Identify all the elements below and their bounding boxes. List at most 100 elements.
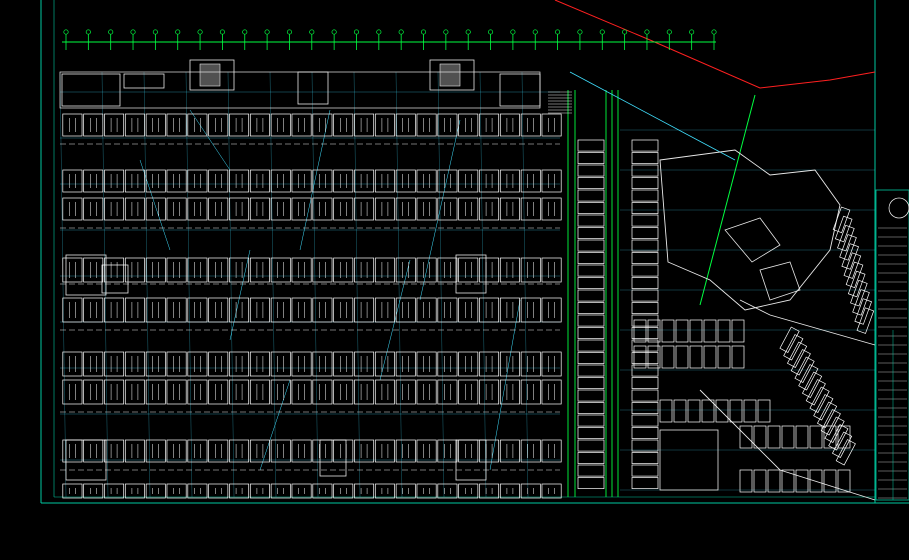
parking-stall xyxy=(479,439,500,463)
right-block-stall xyxy=(661,319,675,343)
parking-stall xyxy=(62,169,83,193)
parking-stall xyxy=(354,197,375,221)
parking-stall xyxy=(416,257,437,283)
parking-stall xyxy=(458,439,479,463)
parking-stall xyxy=(104,483,125,499)
parking-stall xyxy=(437,351,458,377)
parking-stall xyxy=(416,197,437,221)
parking-stall xyxy=(62,297,83,323)
parking-stall xyxy=(104,169,125,193)
parking-stall xyxy=(416,297,437,323)
right-block-stall xyxy=(753,469,767,493)
right-block-stall xyxy=(781,425,795,449)
parking-stall xyxy=(479,257,500,283)
vertical-stall xyxy=(577,289,605,302)
parking-stall xyxy=(374,351,395,377)
vertical-stall-east xyxy=(631,252,659,264)
axis-bubble xyxy=(577,29,583,35)
parking-stall xyxy=(208,257,229,283)
vertical-stall xyxy=(577,327,605,339)
parking-stall xyxy=(249,197,270,221)
parking-stall xyxy=(270,351,291,377)
parking-stall xyxy=(62,197,83,221)
parking-stall xyxy=(291,379,312,405)
parking-stall xyxy=(187,439,208,463)
parking-stall xyxy=(229,297,250,323)
parking-stall xyxy=(458,169,479,193)
parking-stall xyxy=(145,351,166,377)
parking-stall xyxy=(104,257,125,283)
sheet-frame xyxy=(40,0,909,504)
parking-stall xyxy=(395,113,416,137)
parking-stall xyxy=(104,439,125,463)
mid-core xyxy=(101,264,129,294)
right-block-stall xyxy=(687,399,701,423)
parking-stall xyxy=(145,439,166,463)
axis-bubble xyxy=(644,29,650,35)
parking-stall xyxy=(83,379,104,405)
parking-stall xyxy=(354,351,375,377)
diagonal-stall-east xyxy=(852,289,870,316)
parking-stall xyxy=(249,439,270,463)
axis-bubble xyxy=(242,29,248,35)
right-block-stall xyxy=(717,319,731,343)
parking-stall xyxy=(437,197,458,221)
parking-stall xyxy=(499,257,520,283)
parking-stall xyxy=(458,197,479,221)
parking-stall xyxy=(249,379,270,405)
parking-stall xyxy=(166,439,187,463)
parking-stall xyxy=(270,113,291,137)
core-room xyxy=(189,59,235,91)
axis-bubble xyxy=(353,29,360,35)
parking-stall xyxy=(395,379,416,405)
parking-stall xyxy=(229,351,250,377)
parking-stall xyxy=(104,297,125,323)
parking-stall xyxy=(437,439,458,463)
grid-col-line xyxy=(479,71,487,498)
parking-stall xyxy=(499,483,520,499)
diagonal-stall xyxy=(783,334,804,361)
parking-stall xyxy=(291,169,312,193)
parking-stall xyxy=(291,257,312,283)
axis-bubble xyxy=(420,29,427,35)
parking-stall xyxy=(208,197,229,221)
vertical-stall-east xyxy=(631,339,659,352)
parking-stall xyxy=(541,483,562,499)
parking-stall xyxy=(208,439,229,463)
parking-stall xyxy=(166,169,187,193)
vertical-stall-east xyxy=(631,352,659,364)
parking-stall xyxy=(312,169,333,193)
vertical-stall xyxy=(577,364,605,377)
axis-bubble xyxy=(555,29,561,35)
parking-stall xyxy=(166,351,187,377)
vertical-stall xyxy=(577,314,605,327)
parking-stall xyxy=(145,297,166,323)
parking-stall xyxy=(208,297,229,323)
parking-stall xyxy=(291,351,312,377)
mid-core xyxy=(65,254,107,296)
grid-col-line xyxy=(269,71,277,498)
grid-col-line xyxy=(185,71,193,498)
parking-stall xyxy=(249,169,270,193)
axis-bubble xyxy=(398,29,404,35)
parking-stall xyxy=(62,483,83,499)
parking-stall xyxy=(124,297,145,323)
vertical-stall-east xyxy=(631,227,659,239)
parking-stall xyxy=(520,169,541,193)
axis-bubble xyxy=(152,29,158,35)
right-block-stall xyxy=(795,469,809,493)
grid-slant-line xyxy=(139,159,171,251)
axis-bubble xyxy=(85,29,91,35)
vertical-stall xyxy=(577,452,605,464)
parking-stall xyxy=(520,257,541,283)
parking-stall xyxy=(291,297,312,323)
parking-stall xyxy=(104,351,125,377)
parking-stall xyxy=(166,257,187,283)
right-block-stall xyxy=(767,469,781,493)
vertical-stall-east xyxy=(631,289,659,302)
parking-stall xyxy=(520,351,541,377)
parking-stall xyxy=(333,297,354,323)
right-block-stall xyxy=(837,469,851,493)
diagonal-stall-east xyxy=(832,206,851,234)
